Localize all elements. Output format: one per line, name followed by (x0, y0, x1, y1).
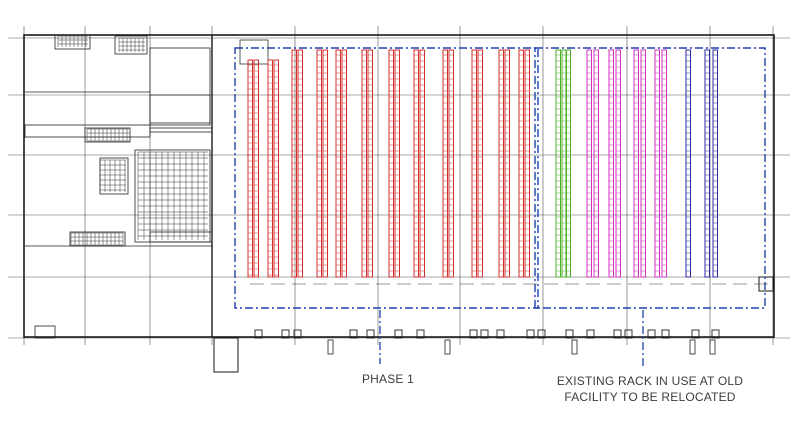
dock-door (480, 329, 489, 339)
red-rack-row (394, 49, 400, 278)
magenta-rack-row (640, 49, 646, 278)
dock-leveler (444, 339, 451, 355)
dock-leveler (689, 339, 696, 355)
red-rack-row (367, 49, 373, 278)
magenta-rack-row (593, 49, 599, 278)
dock-door (416, 329, 425, 339)
red-rack-row (267, 59, 273, 278)
office-room (24, 124, 151, 138)
phase-1-caption: PHASE 1 (361, 372, 415, 386)
red-rack-row (322, 49, 328, 278)
office-area (24, 34, 213, 339)
office-room (69, 231, 126, 247)
dock-door (537, 329, 546, 339)
office-room (114, 35, 148, 55)
dock-leveler (709, 339, 716, 355)
dock-door (565, 329, 574, 339)
dock-door (613, 329, 622, 339)
dock-door (496, 329, 505, 339)
red-rack-row (361, 49, 367, 278)
dock-door (366, 329, 375, 339)
dock-door (711, 329, 720, 339)
blue-rack-row (712, 49, 718, 278)
magenta-rack-row (654, 49, 660, 278)
magenta-rack-row (608, 49, 614, 278)
dock-door (647, 329, 656, 339)
red-rack-row (498, 49, 504, 278)
dock-door (691, 329, 700, 339)
dock-door (349, 329, 358, 339)
rack-rows (247, 49, 768, 285)
dock-door (394, 329, 403, 339)
red-rack-row (518, 49, 524, 278)
office-room (149, 94, 211, 126)
red-rack-row (335, 49, 341, 278)
dock-door (281, 329, 290, 339)
red-rack-row (341, 49, 347, 278)
stair-tower (213, 337, 239, 373)
blue-rack-row (704, 49, 710, 278)
dock-door (526, 329, 535, 339)
green-rack-row (555, 49, 561, 278)
phase-1-area-boundary (234, 47, 539, 309)
red-rack-row (448, 49, 454, 278)
dock-door (254, 329, 263, 339)
office-room (34, 325, 56, 339)
dock-leveler (327, 339, 334, 355)
office-room (149, 231, 213, 243)
magenta-rack-row (586, 49, 592, 278)
magenta-rack-row (633, 49, 639, 278)
office-room (54, 34, 91, 50)
office-room (149, 47, 211, 124)
dock-leveler (571, 339, 578, 355)
red-rack-row (291, 49, 297, 278)
red-rack-row (273, 59, 279, 278)
dock-door (586, 329, 595, 339)
red-rack-row (504, 49, 510, 278)
red-rack-row (297, 49, 303, 278)
existing-rack-caption: EXISTING RACK IN USE AT OLD FACILITY TO … (540, 373, 760, 405)
callout-leaders (379, 310, 644, 368)
magenta-rack-row (615, 49, 621, 278)
existing-rack-caption-line-2: FACILITY TO BE RELOCATED (564, 390, 736, 404)
office-room (99, 157, 129, 195)
red-rack-row (524, 49, 530, 278)
building-outline (23, 34, 775, 338)
relocated-rack-area-boundary (534, 47, 766, 309)
loading-docks (254, 329, 720, 355)
red-rack-row (477, 49, 483, 278)
green-rack-row (565, 49, 571, 278)
red-rack-row (253, 59, 259, 278)
office-room (84, 127, 131, 143)
building-walls (23, 34, 775, 373)
red-rack-row (247, 59, 253, 278)
red-rack-row (442, 49, 448, 278)
dock-door (293, 329, 302, 339)
dock-door (661, 329, 670, 339)
red-rack-row (316, 49, 322, 278)
red-rack-row (413, 49, 419, 278)
red-rack-row (419, 49, 425, 278)
dock-door (469, 329, 478, 339)
red-rack-row (471, 49, 477, 278)
blue-rack-row (685, 49, 691, 278)
red-rack-row (388, 49, 394, 278)
dock-door (624, 329, 633, 339)
existing-rack-caption-line-1: EXISTING RACK IN USE AT OLD (556, 374, 744, 388)
office-room (149, 127, 213, 133)
magenta-rack-row (661, 49, 667, 278)
